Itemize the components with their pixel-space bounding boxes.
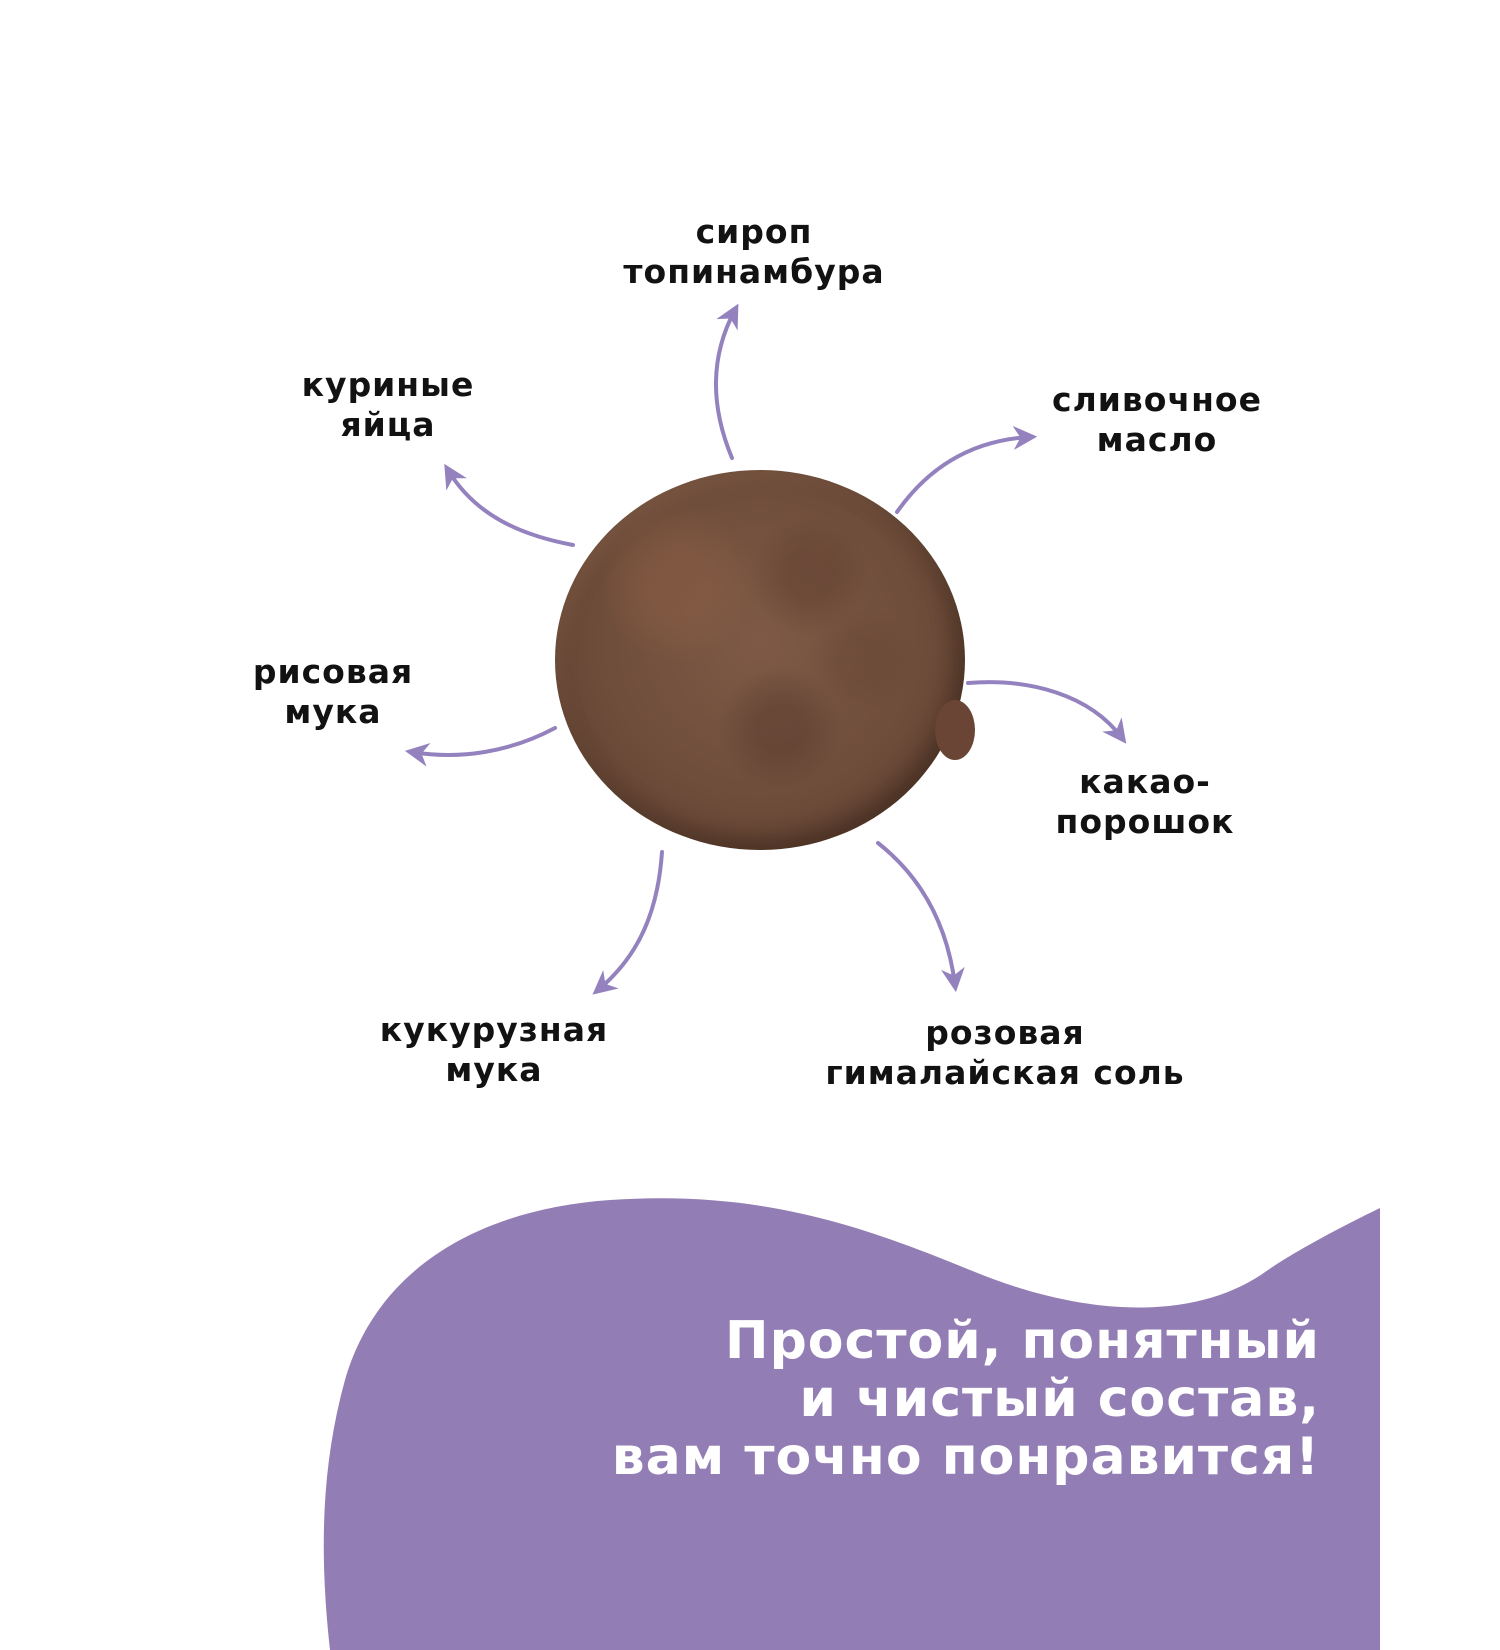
arrow-eggs <box>444 463 575 547</box>
arrow-salt <box>876 841 965 993</box>
ingredient-line: сливочное <box>1052 380 1262 419</box>
ingredient-label-syrup: сироп топинамбура <box>623 212 884 292</box>
cookie-edge-detail <box>935 700 975 760</box>
ingredient-label-corn-flour: кукурузная мука <box>380 1010 608 1090</box>
ingredient-label-salt: розовая гималайская соль <box>825 1013 1184 1093</box>
ingredient-label-butter: сливочное масло <box>1052 380 1262 460</box>
ingredient-line: сироп <box>695 212 813 251</box>
ingredient-line: рисовая <box>252 652 414 691</box>
ingredient-line: гималайская соль <box>825 1053 1185 1092</box>
ingredient-line: кукурузная <box>379 1010 609 1049</box>
slogan-line: и чистый состав, <box>799 1369 1320 1429</box>
ingredient-line: масло <box>1096 420 1218 459</box>
ingredient-line: какао- <box>1079 762 1211 801</box>
ingredient-line: мука <box>284 692 382 731</box>
slogan: Простой, понятный и чистый состав, вам т… <box>612 1312 1320 1486</box>
ingredient-line: мука <box>445 1050 543 1089</box>
slogan-line: вам точно понравится! <box>611 1427 1320 1487</box>
ingredient-line: куриные <box>301 365 475 404</box>
arrow-rice-flour <box>404 726 557 767</box>
ingredient-line: яйца <box>340 405 436 444</box>
arrow-butter <box>895 425 1038 514</box>
arrow-corn-flour <box>592 850 664 995</box>
ingredient-label-cocoa: какао- порошок <box>1056 762 1235 842</box>
ingredient-label-rice-flour: рисовая мука <box>253 652 413 732</box>
arrow-syrup <box>713 303 739 460</box>
slogan-line: Простой, понятный <box>725 1311 1320 1371</box>
ingredient-line: порошок <box>1055 802 1235 841</box>
ingredient-line: розовая <box>925 1013 1085 1052</box>
ingredient-label-eggs: куриные яйца <box>302 365 475 445</box>
arrow-cocoa <box>966 680 1127 744</box>
cookie-icon <box>555 470 965 850</box>
ingredient-line: топинамбура <box>623 252 885 291</box>
